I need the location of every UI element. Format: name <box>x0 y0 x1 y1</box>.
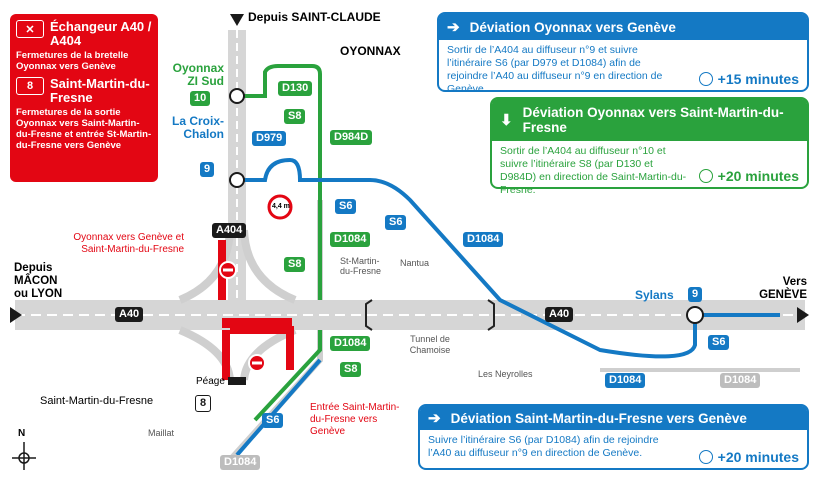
a404-shield: A404 <box>212 223 247 238</box>
exit-10-shield: 10 <box>190 91 211 106</box>
detour-title: Déviation Oyonnax vers Genève <box>469 19 676 35</box>
compass-n: N <box>18 428 26 439</box>
duration-text: +20 minutes <box>717 449 799 465</box>
d1084-shield-green: D1084 <box>330 232 371 247</box>
tunnel-portals <box>365 299 495 331</box>
a40-shield-east: A40 <box>545 307 574 322</box>
detour-duration: +15 minutes <box>698 71 799 87</box>
d130-shield: D130 <box>278 81 313 96</box>
detour-body: Sortir de l’A404 au diffuseur n°10 et su… <box>500 145 687 196</box>
nantua-label: Nantua <box>400 258 430 268</box>
closed-entry-label: Entrée Saint-Martin-du-Fresne vers Genèv… <box>310 402 400 437</box>
d1084-shield-blue: D1084 <box>463 232 504 247</box>
maillat-label: Maillat <box>148 428 175 438</box>
junction-9 <box>229 172 245 188</box>
detour-box-3: ➔ Déviation Saint-Martin-du-Fresne vers G… <box>418 404 809 470</box>
arrow-right-icon: ➔ <box>447 19 460 36</box>
no-entry-sign <box>219 261 237 279</box>
s6-shield: S6 <box>335 199 357 214</box>
closed-ramp-label: Oyonnax vers Genève et Saint-Martin-du-F… <box>73 232 184 255</box>
s8-route <box>237 64 322 300</box>
detour-box-1: ➔ Déviation Oyonnax vers Genève Sortir de… <box>437 12 809 95</box>
clock-icon <box>698 169 713 183</box>
oyonnax-label: OYONNAX <box>340 44 401 58</box>
south-arrow-icon <box>230 14 244 26</box>
peage-label: Péage <box>196 376 225 387</box>
closed-road-icon: ✕ <box>16 20 44 38</box>
height-limit-text: 4,4 m <box>272 203 290 210</box>
s6-route <box>237 157 697 359</box>
d1084-shield-blue-2: D1084 <box>605 373 646 388</box>
closure-header: ✕ Échangeur A40 / A404 <box>16 20 152 48</box>
a40-shield: A40 <box>115 307 144 322</box>
exit-name: Saint-Martin-du-Fresne <box>50 76 150 105</box>
from-north-label: Depuis SAINT-CLAUDE <box>248 10 381 24</box>
junction-10 <box>229 88 245 104</box>
west-arrow-icon <box>10 307 22 323</box>
east-arrow-icon <box>797 307 809 323</box>
detour-duration: +20 minutes <box>698 168 799 184</box>
no-entry-sign <box>248 354 266 372</box>
d1084-shield-grey-2: D1084 <box>220 455 261 470</box>
compass-icon <box>12 442 36 470</box>
saint-martin-exit-label: Saint-Martin-du-Fresne <box>40 395 154 407</box>
s8-shield-2: S8 <box>284 257 306 272</box>
duration-text: +15 minutes <box>717 71 799 87</box>
exit-badge: 8 <box>16 77 44 95</box>
oyonnax-zi-label: Oyonnax ZI Sud <box>172 61 224 88</box>
exit-8-shield: 8 <box>195 395 212 412</box>
detour-title: Déviation Oyonnax vers Saint-Martin-du-F… <box>522 105 784 135</box>
detour-body: Suivre l’itinéraire S6 (par D1084) afin … <box>428 434 659 459</box>
d984d-shield: D984D <box>330 130 373 145</box>
d979-shield: D979 <box>252 131 287 146</box>
arrow-right-icon: ➔ <box>428 410 441 427</box>
exit-header: 8 Saint-Martin-du-Fresne <box>16 77 152 105</box>
exit-9-shield-sylans: 9 <box>688 287 703 302</box>
d1084-shield-grey: D1084 <box>720 373 761 388</box>
arrow-down-icon: ⬇ <box>500 112 513 129</box>
detour-title: Déviation Saint-Martin-du-Fresne vers Ge… <box>450 410 747 426</box>
from-west-label: Depuis MÂCON ou LYON <box>14 262 63 300</box>
detour-box-2: ⬇ Déviation Oyonnax vers Saint-Martin-du-… <box>490 97 809 196</box>
closure-desc: Fermetures de la bretelle Oyonnax vers G… <box>16 50 129 72</box>
duration-text: +20 minutes <box>717 168 799 184</box>
junction-sylans <box>686 306 704 324</box>
d1084-shield-green-2: D1084 <box>330 336 371 351</box>
neyrolles-label: Les Neyrolles <box>478 369 533 379</box>
toll-icon <box>228 377 246 385</box>
clock-icon <box>698 450 713 464</box>
tunnel-label: Tunnel de Chamoise <box>409 334 451 355</box>
clock-icon <box>698 72 713 86</box>
interchange-ramps <box>178 229 297 381</box>
height-limit-sign <box>267 194 293 220</box>
to-east-label: Vers GENÈVE <box>759 276 807 301</box>
s8-shield-3: S8 <box>340 362 362 377</box>
detour-duration: +20 minutes <box>698 449 799 465</box>
closure-title: Échangeur A40 / A404 <box>50 19 152 48</box>
exit-9-shield: 9 <box>200 162 215 177</box>
closure-panel: ✕ Échangeur A40 / A404 Fermetures de la … <box>10 14 158 182</box>
s6-shield-3: S6 <box>708 335 730 350</box>
exit-desc: Fermetures de la sortie Oyonnax vers Sai… <box>16 107 152 151</box>
sylans-label: Sylans <box>635 288 674 302</box>
s8-shield: S8 <box>284 109 306 124</box>
s6-shield-4: S6 <box>262 413 284 428</box>
s6-shield-2: S6 <box>385 215 407 230</box>
st-martin-label: St-Martin-du-Fresne <box>340 256 382 276</box>
croix-chalon-label: La Croix-Chalon <box>171 114 224 141</box>
detour-body: Sortir de l’A404 au diffuseur n°9 et sui… <box>447 44 663 95</box>
